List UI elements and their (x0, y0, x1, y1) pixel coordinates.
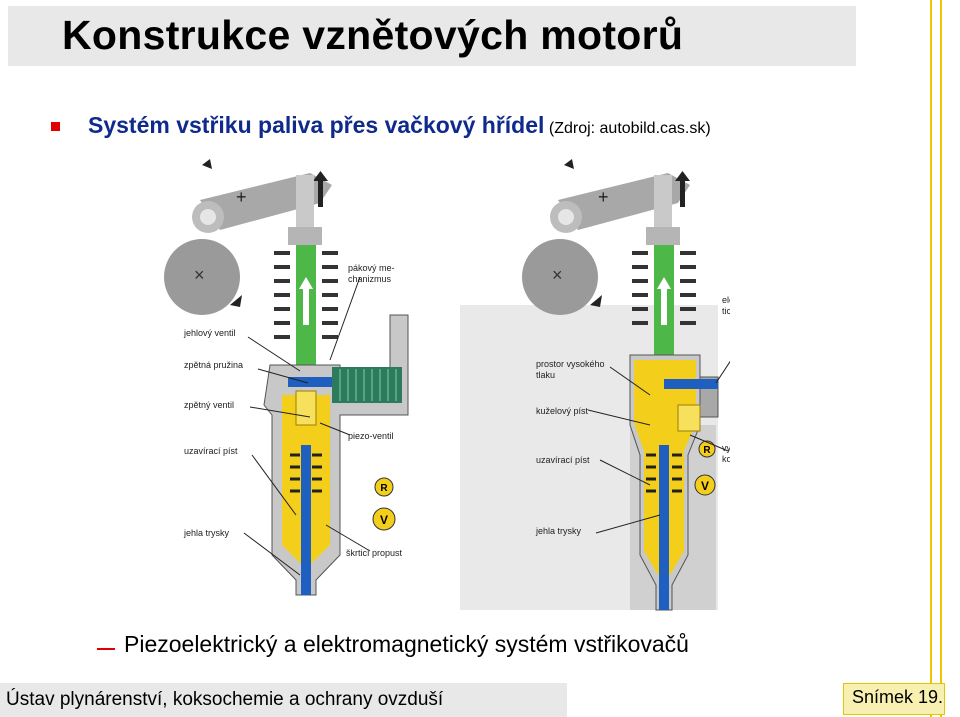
badge-r-right-text: R (703, 445, 711, 456)
bullet-square (51, 122, 60, 131)
badge-v-left (372, 507, 396, 531)
label-cone-piston: kuželový píst (536, 406, 589, 416)
label-em-valve-1: elektromagne- (722, 295, 730, 305)
label-hp-chamber-1: vysokotlaká (722, 443, 730, 453)
label-hp-space-1: prostor vysokého (536, 359, 605, 369)
label-throttle: škrticí propust (346, 548, 403, 558)
label-hp-space-2: tlaku (536, 370, 555, 380)
badge-r-left-text: R (380, 483, 388, 494)
accent-line-1 (930, 0, 932, 717)
subtitle-source: (Zdroj: autobild.cas.sk) (548, 120, 711, 137)
label-check-valve: zpětný ventil (184, 400, 234, 410)
cam-left-mark: × (194, 265, 205, 285)
badge-v-left-text: V (380, 513, 388, 527)
badge-r-right (698, 440, 716, 458)
spring-right (632, 251, 696, 325)
svg-text:×: × (552, 265, 563, 285)
slide-number-box (843, 683, 945, 715)
cam-left (164, 239, 240, 315)
title-band (8, 6, 856, 66)
em-valve-rod (664, 379, 718, 389)
label-lever-1: pákový me- (348, 263, 395, 273)
label-em-valve-2: tický ventil (722, 306, 730, 316)
subtitle-main: Systém vstřiku paliva přes vačkový hříde… (88, 112, 545, 138)
svg-text:+: + (236, 187, 247, 207)
label-nozzle-needle-left: jehla trysky (183, 528, 230, 538)
footer-band (0, 683, 567, 717)
badge-v-right (694, 474, 716, 496)
piezo-stack (332, 367, 402, 403)
label-return-spring: zpětná pružina (184, 360, 243, 370)
caption: Piezoelektrický a elektromagnetický syst… (124, 631, 689, 657)
needle-valve-left (288, 377, 332, 387)
slide-title: Konstrukce vznětových motorů (62, 12, 684, 58)
svg-text:+: + (598, 187, 609, 207)
accent-line-2 (940, 0, 942, 717)
badge-r-left (374, 477, 394, 497)
caption-dash (97, 648, 115, 650)
label-hp-chamber-2: komora (722, 454, 730, 464)
injector-left: × + (164, 159, 409, 596)
cam-left-arrow (230, 295, 242, 307)
label-needle-valve: jehlový ventil (183, 328, 236, 338)
injector-figure: × + (164, 159, 730, 611)
footer-institute: Ústav plynárenství, koksochemie a ochran… (6, 689, 444, 710)
subtitle: Systém vstřiku paliva přes vačkový hříde… (88, 112, 711, 139)
nozzle-needle-right (659, 445, 669, 610)
badge-v-right-text: V (701, 479, 709, 493)
spring-left (274, 251, 338, 339)
label-nozzle-needle-right: jehla trysky (535, 526, 582, 536)
slide-number: Snímek 19. (852, 687, 944, 707)
injector-right: × + R (460, 159, 730, 611)
cam-right (522, 239, 598, 315)
label-piezo-valve: piezo-ventil (348, 431, 394, 441)
label-closing-piston-left: uzavírací píst (184, 446, 238, 456)
label-lever-2: chanizmus (348, 274, 392, 284)
nozzle-needle-left (301, 445, 311, 595)
label-closing-piston-right: uzavírací píst (536, 455, 590, 465)
